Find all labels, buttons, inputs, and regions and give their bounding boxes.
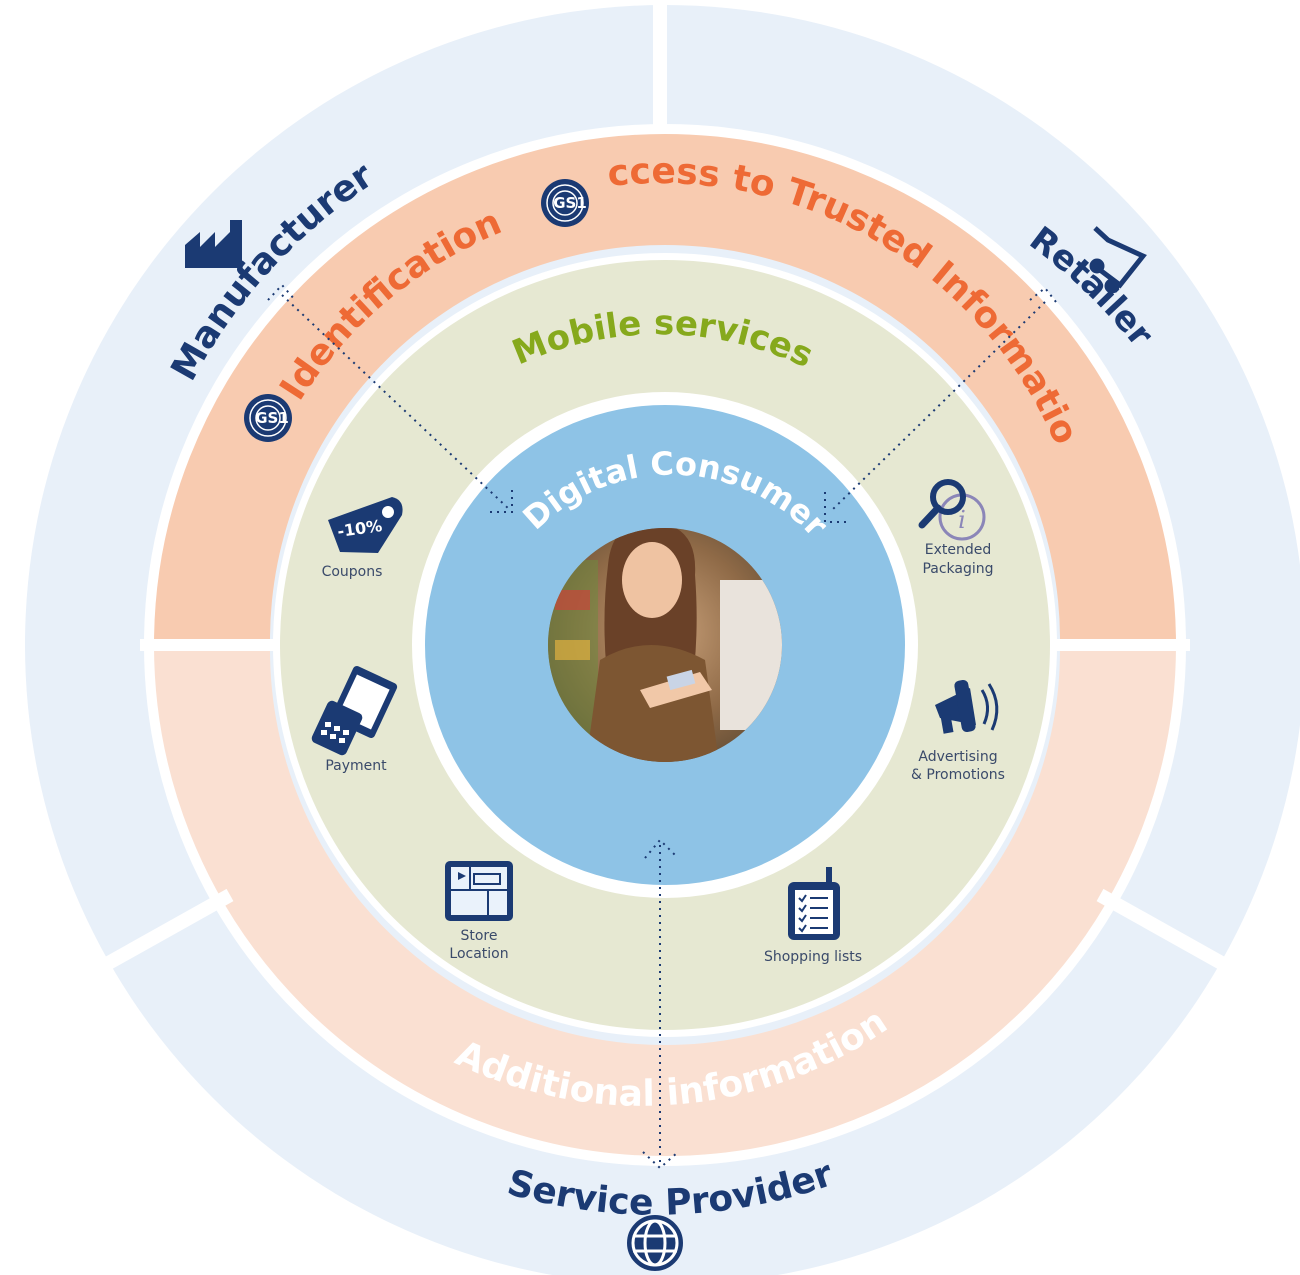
svg-text:GS1: GS1 bbox=[255, 409, 289, 427]
coupon-tag-icon: -10% bbox=[328, 497, 403, 553]
payment-label: Payment bbox=[325, 758, 387, 774]
banknotes-phone-icon bbox=[311, 665, 398, 756]
ring-separators bbox=[101, 0, 1229, 972]
advertising-label-line1: Advertising bbox=[918, 749, 997, 765]
trusted-information-ring bbox=[150, 125, 1180, 640]
svg-text:GS1: GS1 bbox=[553, 194, 587, 212]
additional-information-ring bbox=[150, 650, 1180, 1165]
extended-packaging-label-line1: Extended bbox=[925, 542, 992, 558]
gs1-logo-left: GS1 bbox=[244, 394, 292, 442]
gs1-logo-top: GS1 bbox=[541, 179, 589, 227]
shopping-cart-icon bbox=[1089, 226, 1147, 294]
coupons-label: Coupons bbox=[322, 564, 383, 580]
floor-plan-icon bbox=[445, 861, 513, 921]
consumer-photo bbox=[548, 528, 782, 762]
factory-icon bbox=[185, 220, 242, 268]
svg-text:i: i bbox=[958, 506, 966, 534]
advertising-label-line2: & Promotions bbox=[911, 767, 1005, 783]
extended-packaging-label-line2: Packaging bbox=[922, 561, 993, 577]
shopping-lists-label: Shopping lists bbox=[764, 949, 862, 965]
globe-icon bbox=[627, 1215, 683, 1271]
checklist-phone-icon bbox=[788, 867, 840, 940]
store-location-label-line2: Location bbox=[449, 946, 508, 962]
store-location-label-line1: Store bbox=[460, 928, 497, 944]
dotted-connectors bbox=[267, 283, 1057, 1170]
megaphone-icon bbox=[935, 679, 999, 734]
magnifier-info-icon: i bbox=[918, 479, 986, 541]
